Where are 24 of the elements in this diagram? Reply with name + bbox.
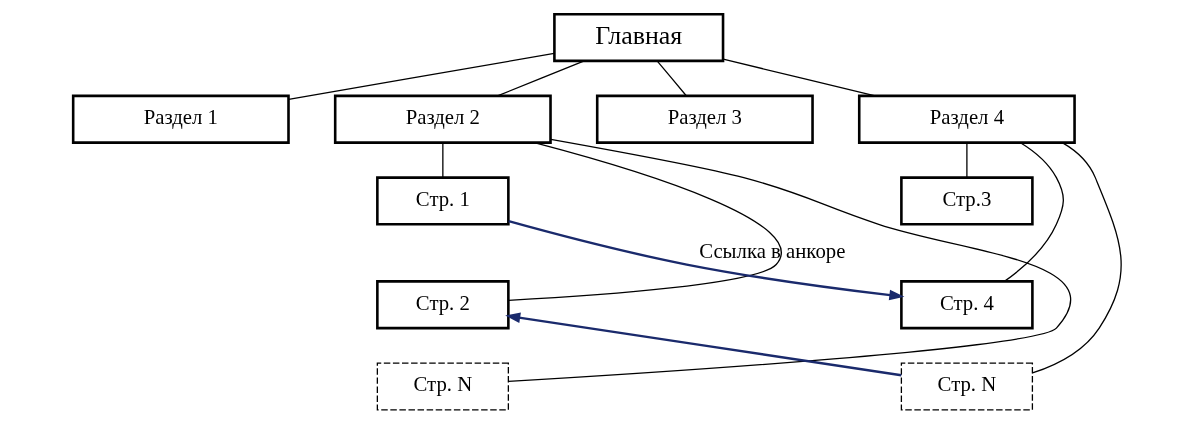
node-box: Стр. 2: [376, 279, 510, 329]
connector: [966, 141, 968, 178]
connector: [507, 138, 1072, 382]
connector: [507, 141, 782, 301]
connector: [722, 58, 876, 96]
node-box: Главная: [553, 12, 725, 62]
connector: [496, 59, 585, 97]
node-box: Раздел 1: [71, 94, 290, 144]
node-box: Раздел 4: [857, 94, 1076, 144]
connector: [656, 60, 687, 96]
node-box: Стр. 4: [900, 279, 1034, 329]
node-box: Стр. 1: [376, 175, 510, 226]
edge-label: Ссылка в анкоре: [699, 239, 846, 262]
node-box: Раздел 2: [333, 94, 552, 144]
connector: [1003, 141, 1064, 282]
node-box: Стр. N: [376, 361, 509, 410]
connector: [288, 52, 555, 100]
arrow: [505, 312, 902, 376]
connector: [442, 141, 444, 178]
connector: [1031, 141, 1122, 374]
node-box: Стр.3: [900, 175, 1034, 226]
arrow: [508, 219, 905, 300]
node-box: Раздел 3: [595, 94, 814, 144]
node-box: Стр. N: [900, 361, 1034, 410]
